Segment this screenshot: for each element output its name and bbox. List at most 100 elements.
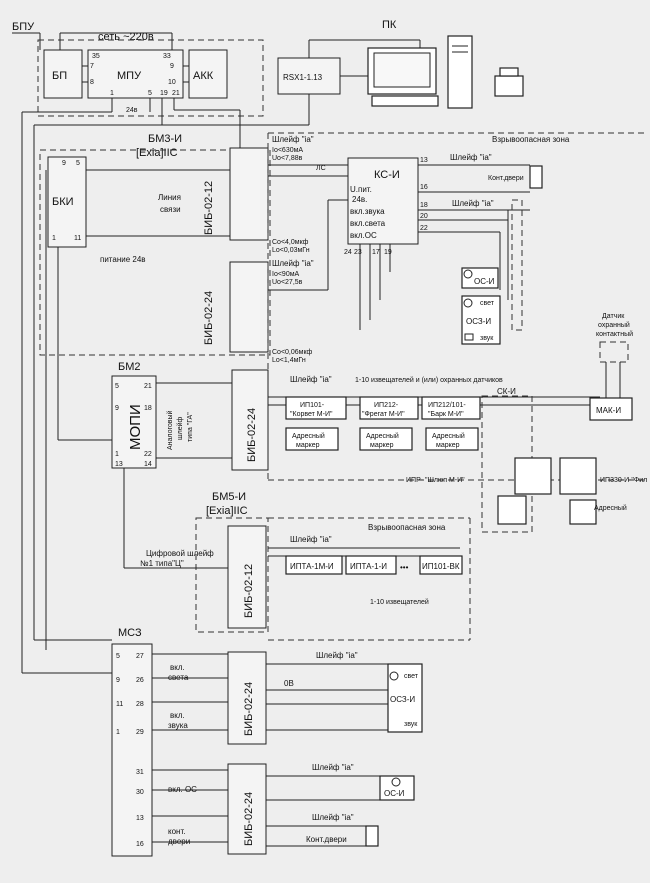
ipta-1m — [285, 555, 343, 575]
power-unit-group: БПУ сеть ~220в БП МПУ АКК 35 33 7 8 9 10… — [12, 21, 264, 165]
sensor-l2: охранный — [598, 321, 630, 329]
msz-sound-l1: вкл. — [170, 711, 185, 720]
mpu-pin-7: 7 — [90, 63, 94, 70]
msz-pin-29: 29 — [136, 729, 144, 736]
bm5-title: БМ5-И — [212, 491, 246, 503]
bki-pin-1: 1 — [52, 235, 56, 242]
mpu-pin-21: 21 — [172, 90, 180, 97]
d2-line1: ИП212- — [374, 402, 399, 409]
bm5-caption: 1-10 извещателей — [370, 598, 429, 606]
bm5-exia: [Exia]IIC — [206, 505, 248, 517]
msz-pin-11: 11 — [116, 701, 123, 708]
akk-box — [188, 49, 228, 99]
biu-02-12-top — [229, 147, 269, 241]
ks-box — [347, 157, 419, 245]
d3-line2: "Барк М-И" — [428, 411, 464, 418]
msz-sound-l2: звука — [168, 721, 188, 730]
msz-os: вкл. ОС — [168, 785, 197, 794]
bm3-lo-bot: Lo<1,4мГн — [272, 357, 306, 364]
zone-top-label: Взрывоопасная зона — [492, 135, 570, 144]
msz-box — [111, 643, 153, 857]
mopi-pin-18: 18 — [144, 405, 152, 412]
biu-top-label: БИБ-02-12 — [203, 181, 215, 235]
osz-top-label: ОСЗ-И — [466, 317, 491, 326]
ks-loop2: Шлейф "ia" — [452, 199, 494, 208]
msz-loop3: Шлейф "ia" — [312, 813, 354, 822]
bm3-frame — [39, 149, 271, 356]
bm2-biu-box — [231, 369, 269, 471]
ip330-icon — [569, 499, 597, 525]
ipr-switch-2 — [559, 457, 597, 495]
msz-biu1-label: БИБ-02-24 — [243, 682, 255, 736]
bm3-group: БМ3-И [Exia]IIC БКИ 9 5 1 11 Линия связи… — [39, 133, 314, 364]
d3-line1: ИП212/101- — [428, 402, 466, 409]
bki-pin-5: 5 — [76, 160, 80, 167]
ip330-label: ИП330-И-"Фил — [600, 477, 647, 484]
mpu-pin-19: 19 — [160, 90, 168, 97]
analog-label-3: типа "ГА" — [187, 412, 194, 442]
msz-pin-30: 30 — [136, 789, 144, 796]
oc-top-box — [461, 267, 499, 289]
bki-label: БКИ — [52, 196, 74, 208]
bm3-co-bot: Co<0,06мкф — [272, 349, 313, 356]
mpu-box — [87, 49, 184, 99]
bm3-loop-top: Шлейф "ia" — [272, 135, 314, 144]
msz-pin-26: 26 — [136, 677, 144, 684]
msz-zero: 0В — [284, 679, 294, 688]
keyboard-icon — [371, 95, 439, 107]
bus-rails — [21, 111, 309, 674]
msz-light-l2: света — [168, 673, 189, 682]
mopi-pin-5: 5 — [115, 383, 119, 390]
msz-light-l1: вкл. — [170, 663, 185, 672]
bm3-uo-bot: Uo<27,5в — [272, 279, 303, 286]
marker-3-l2: маркер — [436, 442, 460, 449]
ks-pin-22: 22 — [420, 225, 428, 232]
bm3-loop-bot: Шлейф "ia" — [272, 259, 314, 268]
ks-light: вкл.света — [350, 219, 386, 228]
bki-pin-9: 9 — [62, 160, 66, 167]
biu-02-24-top — [229, 261, 269, 353]
v24-label: 24в — [126, 107, 138, 114]
ks-pin-19: 19 — [384, 249, 392, 256]
ipr-switch-1 — [514, 457, 552, 495]
msz-osz-label: ОСЗ-И — [390, 695, 415, 704]
d2-line2: "Фрегат М-И" — [362, 411, 405, 418]
msz-pin-16: 16 — [136, 841, 144, 848]
marker-1-l2: маркер — [296, 442, 320, 449]
d-ipta1: ИПТА-1-И — [350, 562, 387, 571]
osz-top-box — [461, 295, 501, 345]
msz-title: МСЗ — [118, 627, 142, 639]
ks-24: 24в. — [352, 195, 367, 204]
msz-door-icon — [365, 825, 379, 847]
ip101-vk — [419, 555, 463, 575]
bm3-co-top: Co<4,0мкф — [272, 239, 309, 246]
bm3-io-top: Io<630мА — [272, 147, 303, 154]
marker-1-l1: Адресный — [292, 432, 325, 440]
biu-bot-label: БИБ-02-24 — [203, 291, 215, 345]
msz-door-l1: конт. — [168, 827, 185, 836]
ipr-label: ИПР- "Шлюп М-И" — [406, 477, 465, 484]
ks-os: вкл.ОС — [350, 231, 377, 240]
bki-box — [47, 156, 87, 248]
ip212-fregat — [359, 396, 419, 420]
msz-pin-5: 5 — [116, 653, 120, 660]
line-label-2: связи — [160, 205, 181, 214]
ks-pin-24: 24 — [344, 249, 352, 256]
sensor-l1: Датчик — [602, 313, 625, 320]
akk-label: АКК — [193, 70, 214, 82]
zone-lower-label: Взрывоопасная зона — [368, 523, 446, 532]
marker-2 — [359, 427, 413, 451]
msz-oc-box — [379, 775, 415, 801]
printer-icon — [494, 75, 524, 97]
bpu-frame — [37, 39, 264, 117]
marker-2-l1: Адресный — [366, 432, 399, 440]
msz-pin-27: 27 — [136, 653, 144, 660]
pc-group: ПК RSX1-1.13 — [277, 19, 524, 125]
mpu-pin-5: 5 — [148, 90, 152, 97]
analog-label-2: шлейф — [176, 416, 184, 440]
mpu-pin-35: 35 — [92, 53, 100, 60]
ks-pin-18: 18 — [420, 202, 428, 209]
mopi-box — [111, 375, 157, 469]
msz-group: МСЗ 5 9 11 1 31 30 13 16 27 26 28 29 вкл… — [111, 627, 423, 857]
